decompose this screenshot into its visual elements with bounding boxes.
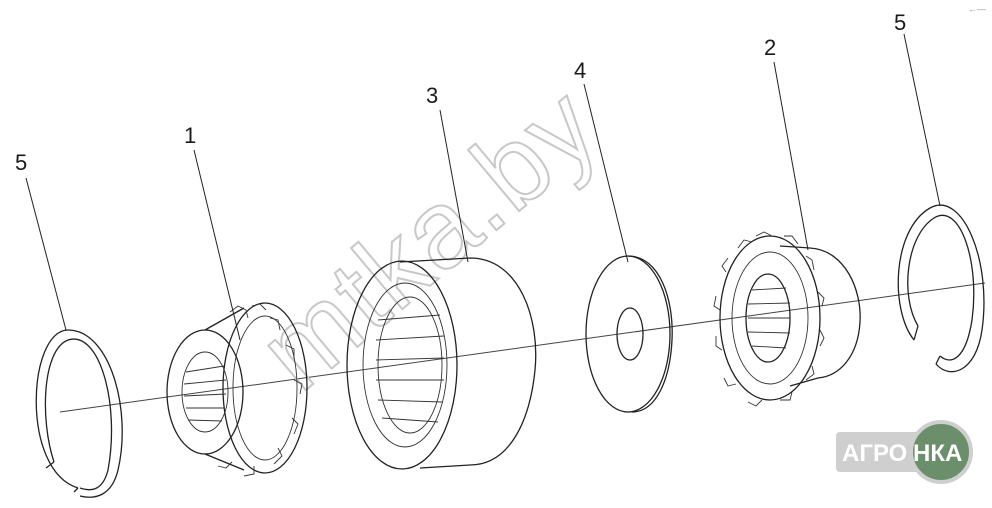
leader-lines [25,33,941,341]
snap-ring-left [35,329,123,498]
callout-1: 1 [184,123,196,148]
logo-background [836,432,920,472]
callout-3: 3 [426,83,438,108]
callout-4: 4 [574,58,586,83]
splined-hub-part-1 [166,302,308,477]
logo-text-part1: АГРО [842,440,907,467]
leader-1 [193,149,241,341]
leader-5-right [903,33,941,207]
splined-drum-part-3 [346,257,537,470]
callout-5-right: 5 [894,10,906,35]
washer-part-4 [585,255,673,413]
gear-part-2 [713,231,861,407]
leader-3 [439,109,469,263]
callout-2: 2 [764,35,776,60]
callout-5-left: 5 [15,150,27,175]
leader-4 [583,83,629,263]
logo-badge [909,420,973,484]
logo-text-part2: НКА [913,440,962,467]
corner-mark: ←— [968,4,986,14]
shaft-axis [59,282,986,413]
snap-ring-right [897,204,985,373]
agronka-logo: АГРО НКА [836,420,973,484]
leader-5-left [25,177,67,331]
leader-2 [773,61,809,251]
